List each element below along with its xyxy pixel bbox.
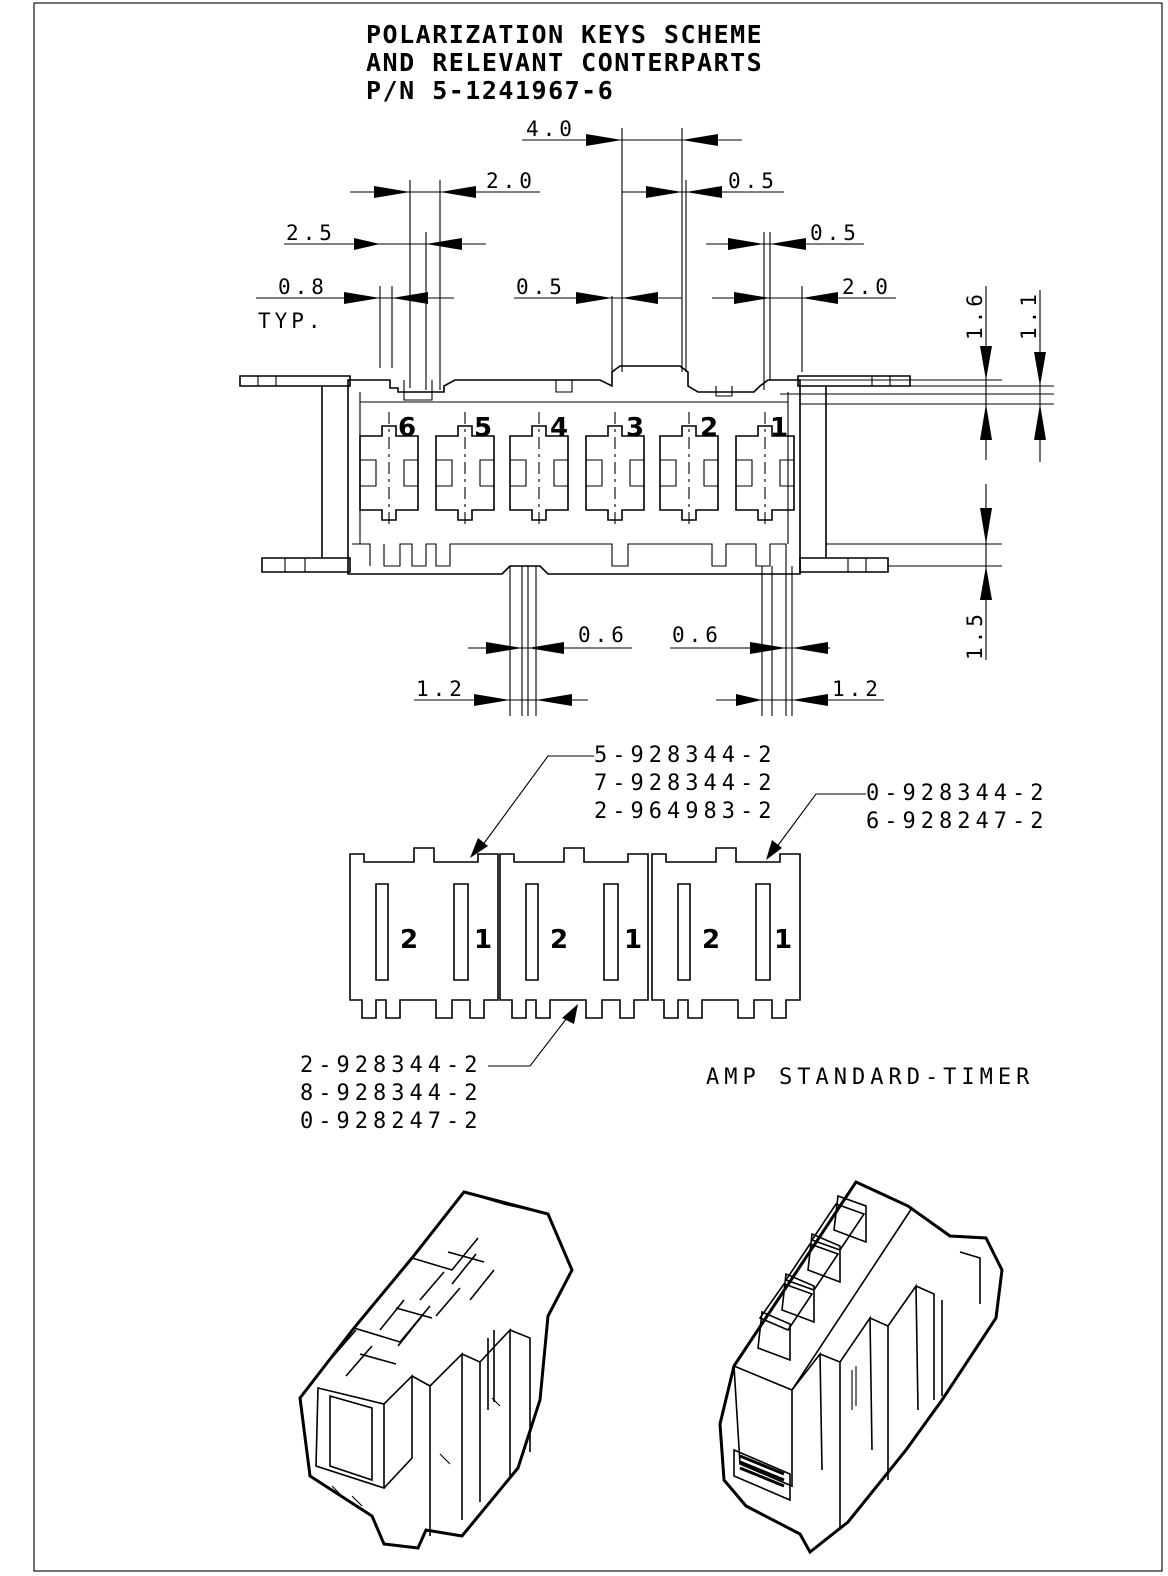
- title-line-1: POLARIZATION KEYS SCHEME: [366, 20, 763, 49]
- dim-1-6: 1.6: [963, 290, 987, 340]
- dimensions-top: 4.0 2.0 0.5 2.5 0.5 0.8 TYP. 0.5 2.0: [256, 117, 896, 390]
- part-number: 5-928344-2: [594, 743, 776, 768]
- part-number: 2-964983-2: [594, 799, 776, 824]
- dimensions-bottom: 0.6 0.6 1.2 1.2: [414, 566, 884, 716]
- isometric-connector-right: [718, 1180, 1004, 1555]
- part-number: 6-928247-2: [866, 809, 1048, 834]
- cavity: [659, 412, 719, 528]
- dim-2-5: 2.5: [286, 221, 336, 245]
- dim-0-8: 0.8: [278, 275, 328, 299]
- housing: [349, 847, 499, 1019]
- standard-note: AMP STANDARD-TIMER: [706, 1065, 1034, 1090]
- dim-2-0-right: 2.0: [842, 275, 892, 299]
- isometric-connector-left: [298, 1190, 574, 1550]
- dim-0-6-right: 0.6: [672, 623, 722, 647]
- cavity-number: 5: [474, 413, 492, 443]
- dim-1-5: 1.5: [963, 610, 987, 660]
- part-number: 7-928344-2: [594, 771, 776, 796]
- dim-0-5-b: 0.5: [810, 221, 860, 245]
- callouts: 5-928344-2 7-928344-2 2-964983-2 0-92834…: [300, 743, 1048, 1134]
- title-line-2: AND RELEVANT CONTERPARTS: [366, 48, 763, 77]
- dim-0-5-c: 0.5: [516, 275, 566, 299]
- housing-num-left: 2: [702, 925, 720, 955]
- part-number: 0-928247-2: [300, 1109, 482, 1134]
- housing-num-left: 2: [550, 925, 568, 955]
- dim-4-0: 4.0: [526, 117, 576, 141]
- cavity-number: 3: [626, 413, 644, 443]
- dim-0-6-left: 0.6: [578, 623, 628, 647]
- dim-2-0-top: 2.0: [486, 169, 536, 193]
- cavity-number: 6: [398, 413, 416, 443]
- dim-1-1: 1.1: [1017, 290, 1041, 340]
- dim-1-2-left: 1.2: [416, 677, 466, 701]
- housing-num-right: 1: [774, 925, 792, 955]
- cavity: [509, 412, 569, 528]
- dim-1-2-right: 1.2: [832, 677, 882, 701]
- dim-typ: TYP.: [258, 309, 325, 333]
- housing-num-right: 1: [624, 925, 642, 955]
- dim-0-5-a: 0.5: [728, 169, 778, 193]
- housing-num-left: 2: [400, 925, 418, 955]
- dimensions-right: 1.6 1.1 1.5: [780, 286, 1054, 660]
- counterpart-housings: 2 1 2 1 2 1: [349, 847, 801, 1019]
- part-number: 8-928344-2: [300, 1081, 482, 1106]
- cavity: [585, 412, 645, 528]
- housing-num-right: 1: [474, 925, 492, 955]
- title-block: POLARIZATION KEYS SCHEME AND RELEVANT CO…: [366, 20, 763, 105]
- housing: [499, 847, 649, 1019]
- cavity-number: 2: [700, 413, 718, 443]
- cavity-number: 1: [770, 413, 788, 443]
- cavity: [735, 412, 795, 528]
- cavity-numbers: 6 5 4 3 2 1: [398, 413, 788, 443]
- housing: [651, 847, 801, 1019]
- sheet-border: [33, 2, 1163, 1572]
- part-number: 0-928344-2: [866, 781, 1048, 806]
- cavity-number: 4: [550, 413, 568, 443]
- connector-top-view: [239, 365, 911, 575]
- cavity-group: [359, 412, 795, 528]
- title-line-3: P/N 5-1241967-6: [366, 76, 614, 105]
- part-number: 2-928344-2: [300, 1053, 482, 1078]
- cavity: [435, 412, 495, 528]
- cavity: [359, 412, 419, 528]
